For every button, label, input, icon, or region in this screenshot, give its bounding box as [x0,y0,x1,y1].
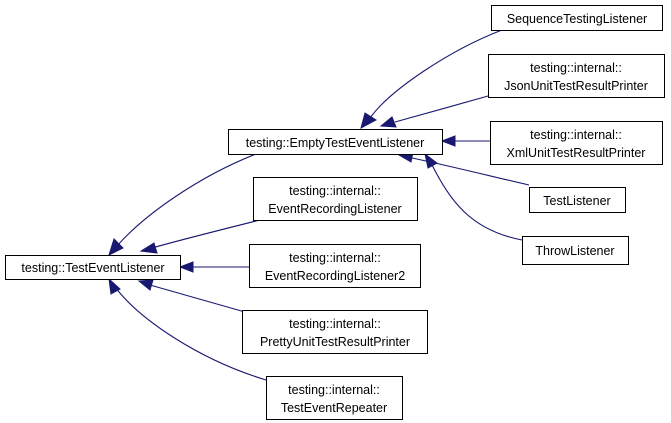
node-label-line2: EventRecordingListener2 [265,269,405,283]
node-label-line2: TestEventRepeater [281,401,387,415]
edge-json-to-empty [379,95,489,128]
node-label-line1: testing::internal:: [530,61,622,75]
edge-eventrecording2-to-testeventlistener [178,261,249,273]
node-label-line1: testing::internal:: [289,251,381,265]
node-label-line1: testing::internal:: [530,128,622,142]
edge-empty-to-testeventlistener [108,153,257,256]
edge-repeater-to-testeventlistener [108,277,267,381]
edge-throwlistener-to-empty [424,152,523,241]
node-throw-listener[interactable]: ThrowListener [522,236,629,265]
edge-sequence-to-empty [360,29,503,129]
node-label: TestListener [543,194,610,208]
node-label: SequenceTestingListener [507,12,647,26]
node-sequence-testing-listener[interactable]: SequenceTestingListener [491,5,663,31]
node-json-unit-test-result-printer[interactable]: testing::internal:: JsonUnitTestResultPr… [488,54,665,98]
node-event-recording-listener2[interactable]: testing::internal:: EventRecordingListen… [249,244,421,288]
node-empty-test-event-listener[interactable]: testing::EmptyTestEventListener [228,129,443,155]
node-test-event-listener[interactable]: testing::TestEventListener [5,255,181,280]
node-pretty-unit-test-result-printer[interactable]: testing::internal:: PrettyUnitTestResult… [242,310,428,354]
edge-xml-to-empty [440,135,490,147]
node-label-line1: testing::internal:: [289,317,381,331]
node-label-line2: JsonUnitTestResultPrinter [504,79,648,93]
node-label: testing::EmptyTestEventListener [246,136,425,150]
node-label: testing::TestEventListener [21,261,164,275]
node-label-line1: testing::internal:: [289,184,381,198]
node-xml-unit-test-result-printer[interactable]: testing::internal:: XmlUnitTestResultPri… [490,121,663,165]
node-label-line1: testing::internal:: [288,383,380,397]
edge-pretty-to-testeventlistener [137,279,253,315]
node-label: ThrowListener [535,244,614,258]
node-label-line2: XmlUnitTestResultPrinter [507,146,646,160]
node-label-line2: PrettyUnitTestResultPrinter [260,335,410,349]
node-label-line2: EventRecordingListener [268,202,401,216]
node-test-event-repeater[interactable]: testing::internal:: TestEventRepeater [266,376,403,420]
edge-eventrecording-to-testeventlistener [139,218,265,254]
node-test-listener[interactable]: TestListener [529,187,626,213]
node-event-recording-listener[interactable]: testing::internal:: EventRecordingListen… [253,177,418,221]
